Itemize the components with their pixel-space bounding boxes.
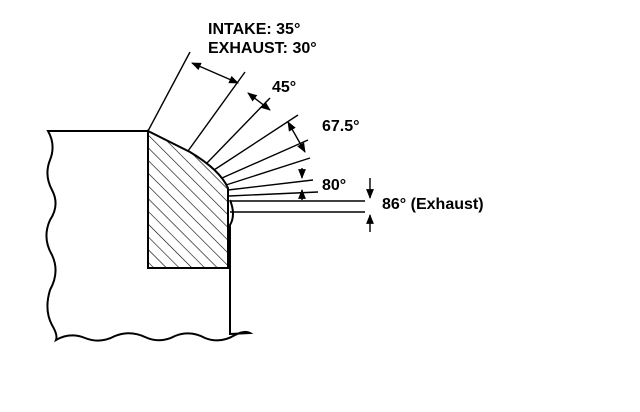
port-wall	[229, 199, 234, 268]
angle-lines	[147, 51, 365, 213]
label-intake: INTAKE: 35°	[208, 21, 300, 38]
cylinder-head-outline	[45, 130, 254, 343]
valve-seat-insert	[147, 129, 229, 269]
label-86-exhaust: 86° (Exhaust)	[382, 196, 484, 213]
label-45: 45°	[272, 79, 296, 96]
label-80: 80°	[322, 177, 346, 194]
label-67-5: 67.5°	[322, 118, 360, 135]
dimension-arrows	[191, 62, 374, 232]
label-exhaust: EXHAUST: 30°	[208, 40, 317, 57]
